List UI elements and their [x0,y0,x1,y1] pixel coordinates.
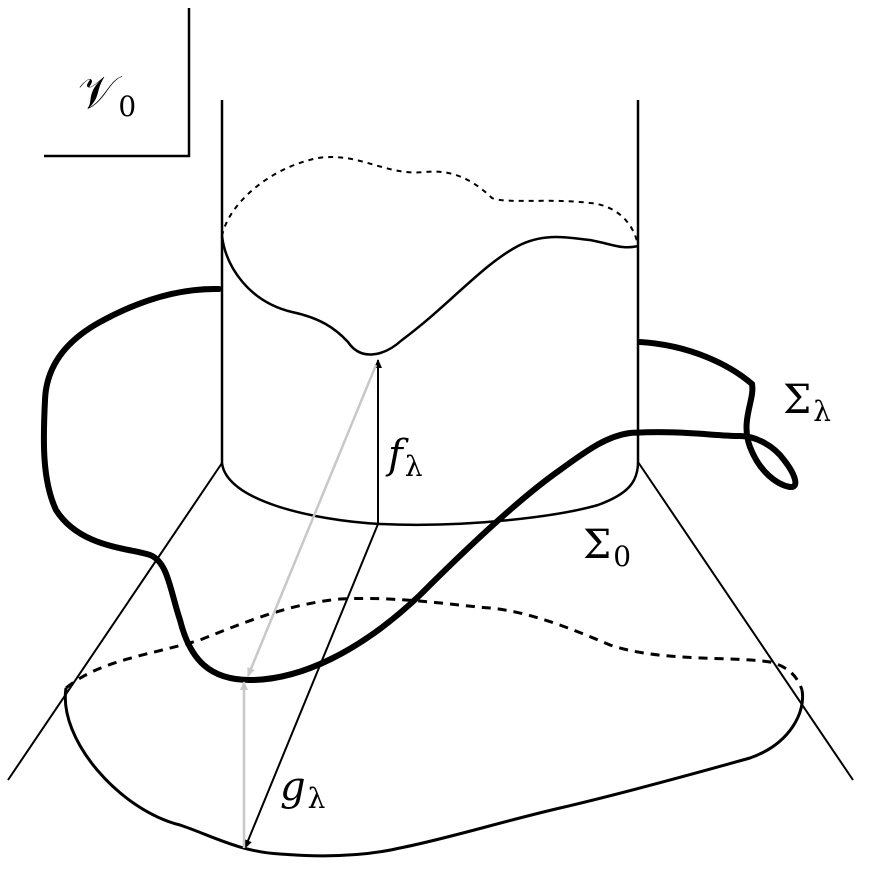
label-f-lambda: fλ [385,432,423,483]
g-lambda-arrow [244,523,379,849]
label-g-lambda: gλ [280,764,325,815]
label-sigma-zero: Σ0 [583,522,631,573]
faint-diagonal-arrow [246,364,378,677]
top-surface-front [220,235,639,356]
corner-box [44,8,191,158]
cone-right-line [637,461,854,781]
lower-surface-back [65,596,804,691]
sigma-zero-curve [220,461,640,527]
lower-surface-front [63,687,805,858]
top-surface-back [221,156,639,247]
label-v0: 𝒱0 [78,65,136,123]
sigma-lambda-curve [40,285,799,684]
label-sigma-lambda: Σλ [783,377,831,428]
cone-left-line [7,462,223,781]
